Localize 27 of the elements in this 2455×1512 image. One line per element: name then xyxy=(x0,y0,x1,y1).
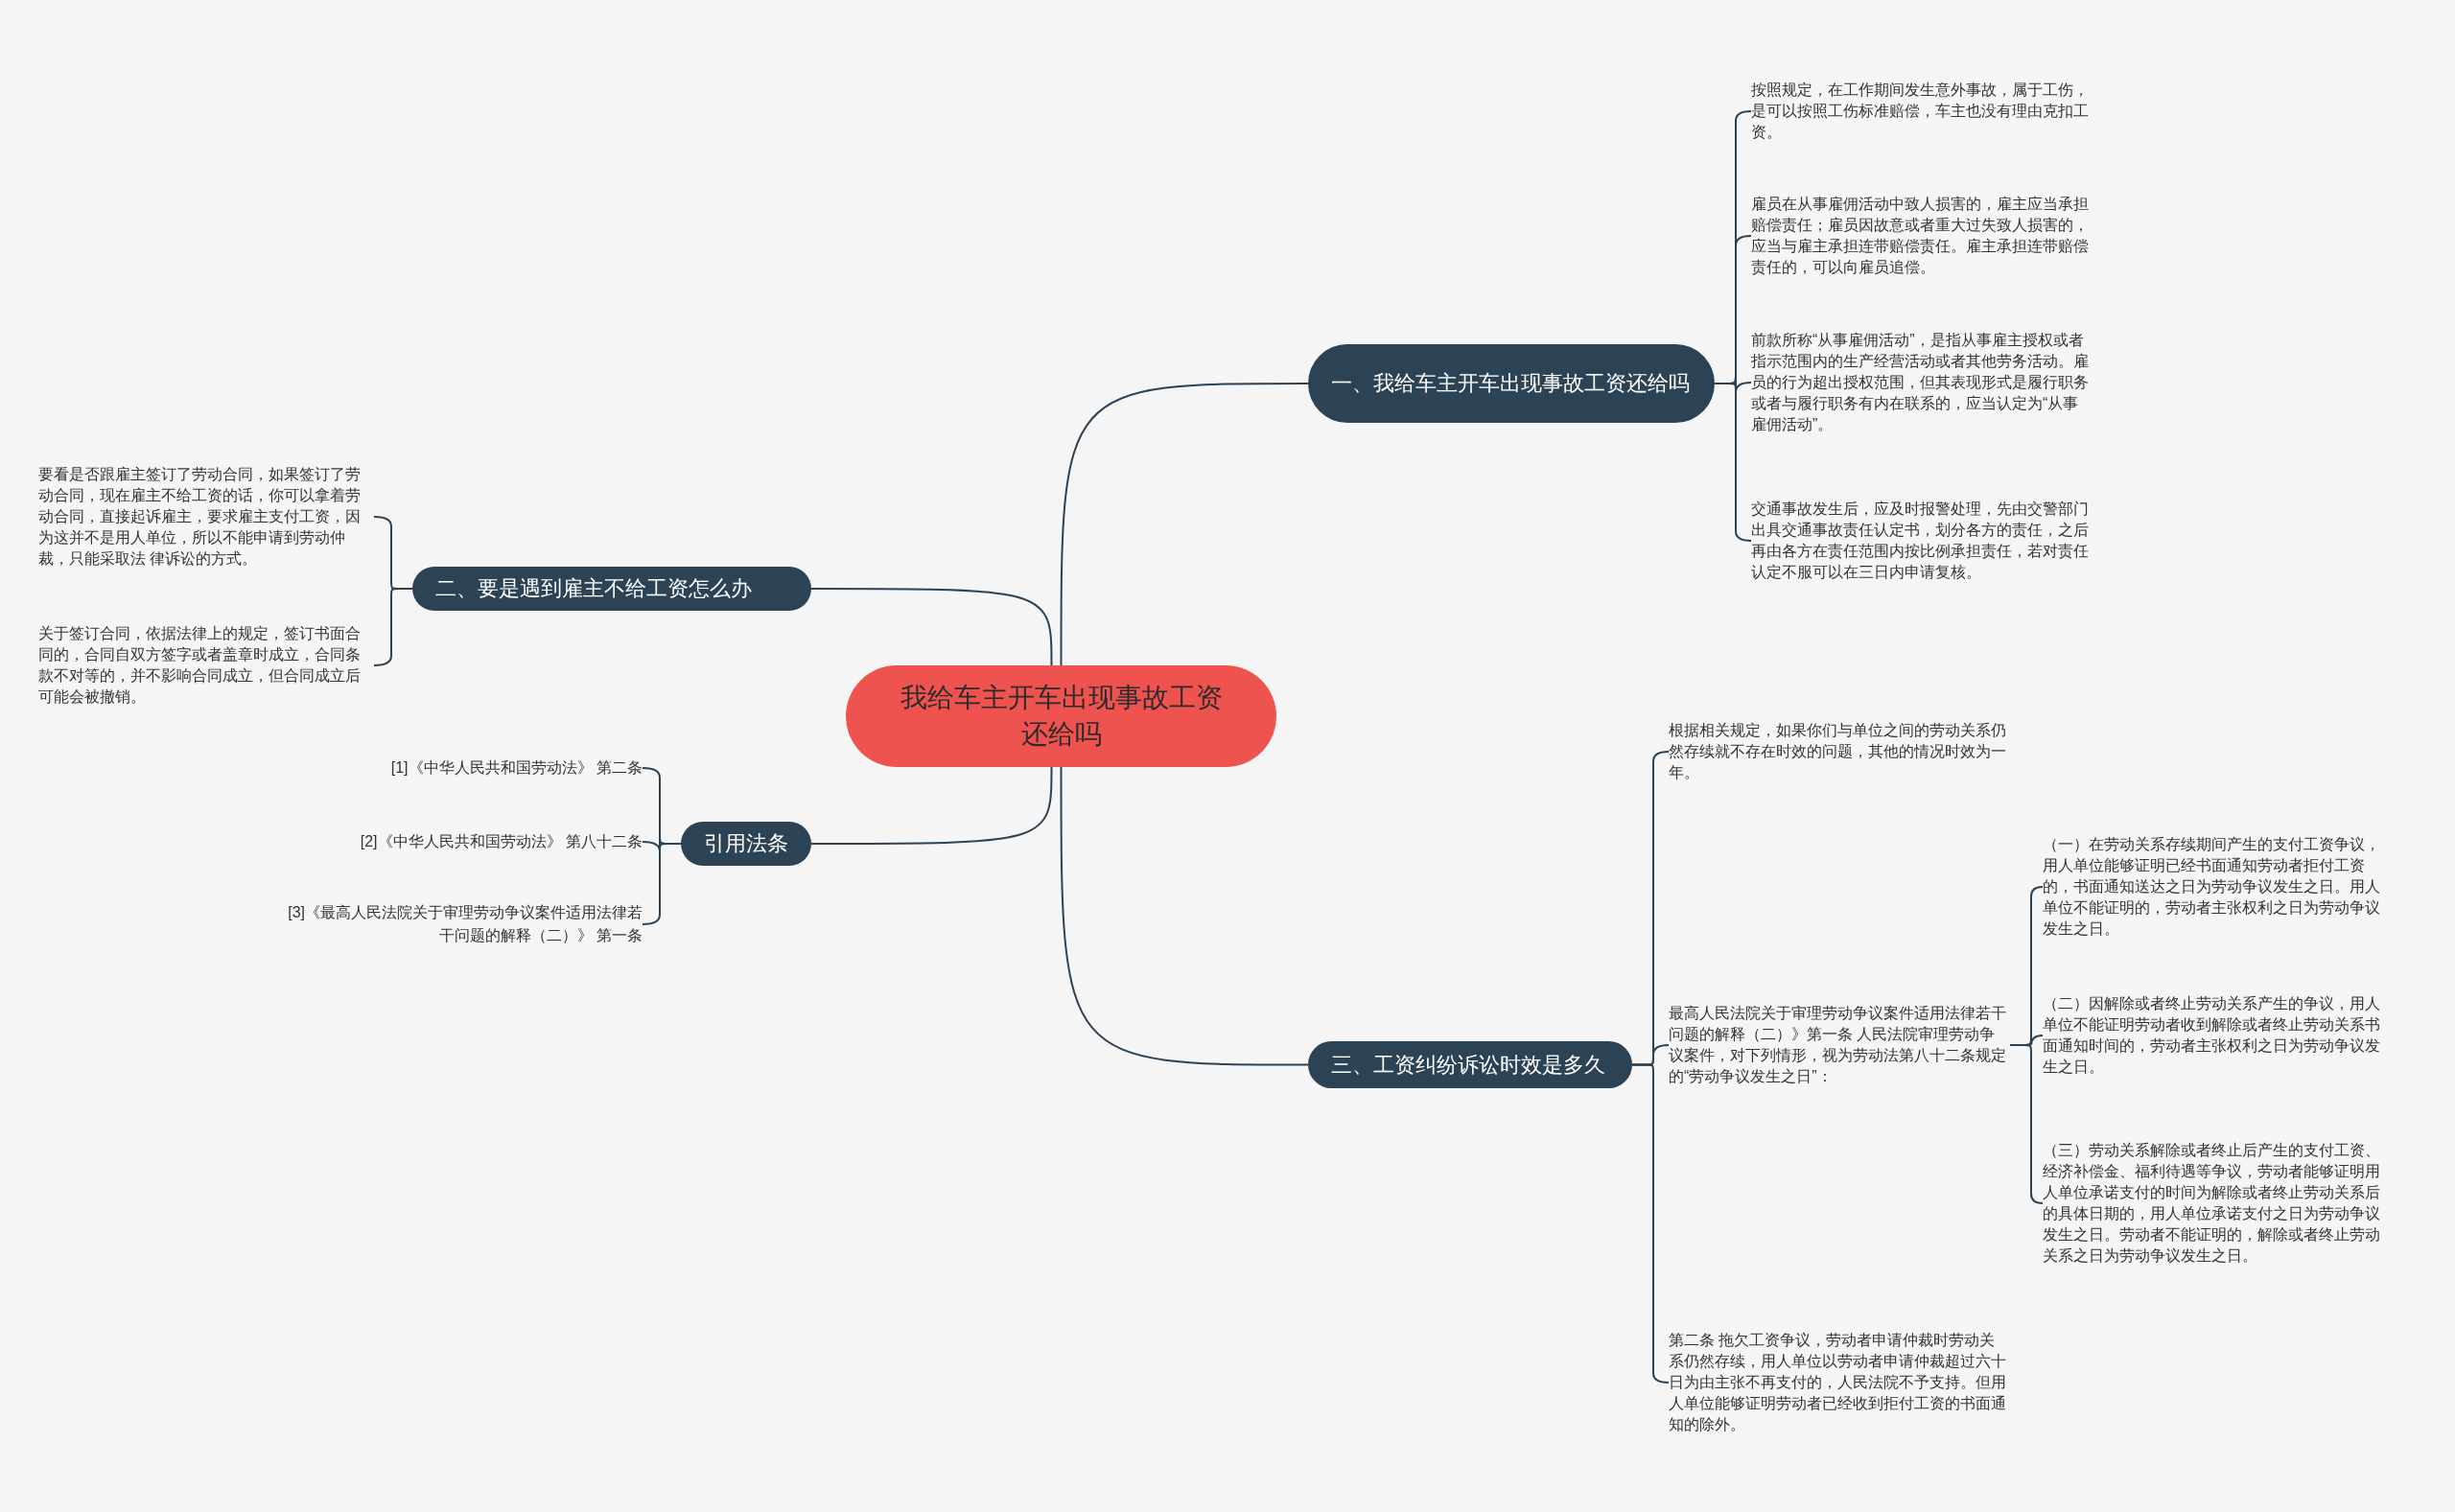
connector-line xyxy=(1060,383,1309,666)
note-text: （一）在劳动关系存续期间产生的支付工资争议，用人单位能够证明已经书面通知劳动者拒付工资的，书面通知送达之日为劳动争议发生之日。用人单位不能证明的，劳动者主张权利之日为劳动争议发生之日。 xyxy=(2043,829,2388,944)
note-text: 雇员在从事雇佣活动中致人损害的，雇主应当承担赔偿责任；雇员因故意或者重大过失致人损害的，应当与雇主承担连带赔偿责任。雇主承担连带赔偿责任的，可以向雇员追偿。 xyxy=(1751,188,2093,284)
note-text: （三）劳动关系解除或者终止后产生的支付工资、经济补偿金、福利待遇等争议，劳动者能够证明用人单位承诺支付的时间为解除或者终止劳动关系后的具体日期的，用人单位承诺支付之日为劳动争议发生之日。劳动者不能证明的，解除或者终止劳动关系之日为劳动争议发生之日。 xyxy=(2043,1124,2388,1283)
branch-topic: 二、要是遇到雇主不给工资怎么办 xyxy=(412,567,811,611)
note-text: 要看是否跟雇主签订了劳动合同，如果签订了劳动合同，现在雇主不给工资的话，你可以拿着劳动合同，直接起诉雇主，要求雇主支付工资，因为这并不是用人单位，所以不能申请到劳动仲裁，只能采取法 律诉讼的方式。 xyxy=(38,458,374,575)
note-text: 根据相关规定，如果你们与单位之间的劳动关系仍然存续就不存在时效的问题，其他的情况时效为一年。 xyxy=(1669,713,2010,790)
note-text: （二）因解除或者终止劳动关系产生的争议，用人单位不能证明劳动者收到解除或者终止劳动关系书面通知时间的，劳动者主张权利之日为劳动争议发生之日。 xyxy=(2043,988,2388,1083)
branch-topic: 三、工资纠纷诉讼时效是多久 xyxy=(1308,1041,1632,1088)
connector-line xyxy=(810,588,1053,666)
reference-text: [3]《最高人民法院关于审理劳动争议案件适用法律若干问题的解释（二）》 第一条 xyxy=(288,899,643,949)
note-text: 前款所称“从事雇佣活动”，是指从事雇主授权或者指示范围内的生产经营活动或者其他劳务活动。雇员的行为超出授权范围，但其表现形式是履行职务或者与履行职务有内在联系的，应当认定为“从事雇佣活动”。 xyxy=(1751,324,2093,441)
connector-line xyxy=(2009,1044,2044,1204)
root-topic: 我给车主开车出现事故工资还给吗 xyxy=(846,665,1276,767)
reference-text: [2]《中华人民共和国劳动法》 第八十二条 xyxy=(278,829,643,854)
connector-line xyxy=(1714,383,1752,542)
branch-topic: 一、我给车主开车出现事故工资还给吗 xyxy=(1308,344,1715,423)
connector-line xyxy=(810,766,1053,845)
note-text: 交通事故发生后，应及时报警处理，先由交警部门出具交通事故责任认定书，划分各方的责任，之后再由各方在责任范围内按比例承担责任，若对责任认定不服可以在三日内申请复核。 xyxy=(1751,482,2093,599)
connector-line xyxy=(1631,1063,1670,1384)
reference-text: [1]《中华人民共和国劳动法》 第二条 xyxy=(278,756,643,780)
note-text: 最高人民法院关于审理劳动争议案件适用法律若干问题的解释（二）》第一条 人民法院审理劳动争议案件，对下列情形，视为劳动法第八十二条规定的“劳动争议发生之日”： xyxy=(1669,997,2010,1093)
branch-topic: 引用法条 xyxy=(681,822,811,866)
note-text: 第二条 拖欠工资争议，劳动者申请仲裁时劳动关系仍然存续，用人单位以劳动者申请仲裁超过六十日为由主张不再支付的，人民法院不予支持。但用人单位能够证明劳动者已经收到拒付工资的书面通知的除外。 xyxy=(1669,1324,2010,1441)
note-text: 关于签订合同，依据法律上的规定，签订书面合同的，合同自双方签字或者盖章时成立，合同条款不对等的，并不影响合同成立，但合同成立后可能会被撤销。 xyxy=(38,617,374,713)
note-text: 按照规定，在工作期间发生意外事故，属于工伤，是可以按照工伤标准赔偿，车主也没有理由克扣工资。 xyxy=(1751,73,2093,150)
connector-line xyxy=(1060,766,1309,1066)
